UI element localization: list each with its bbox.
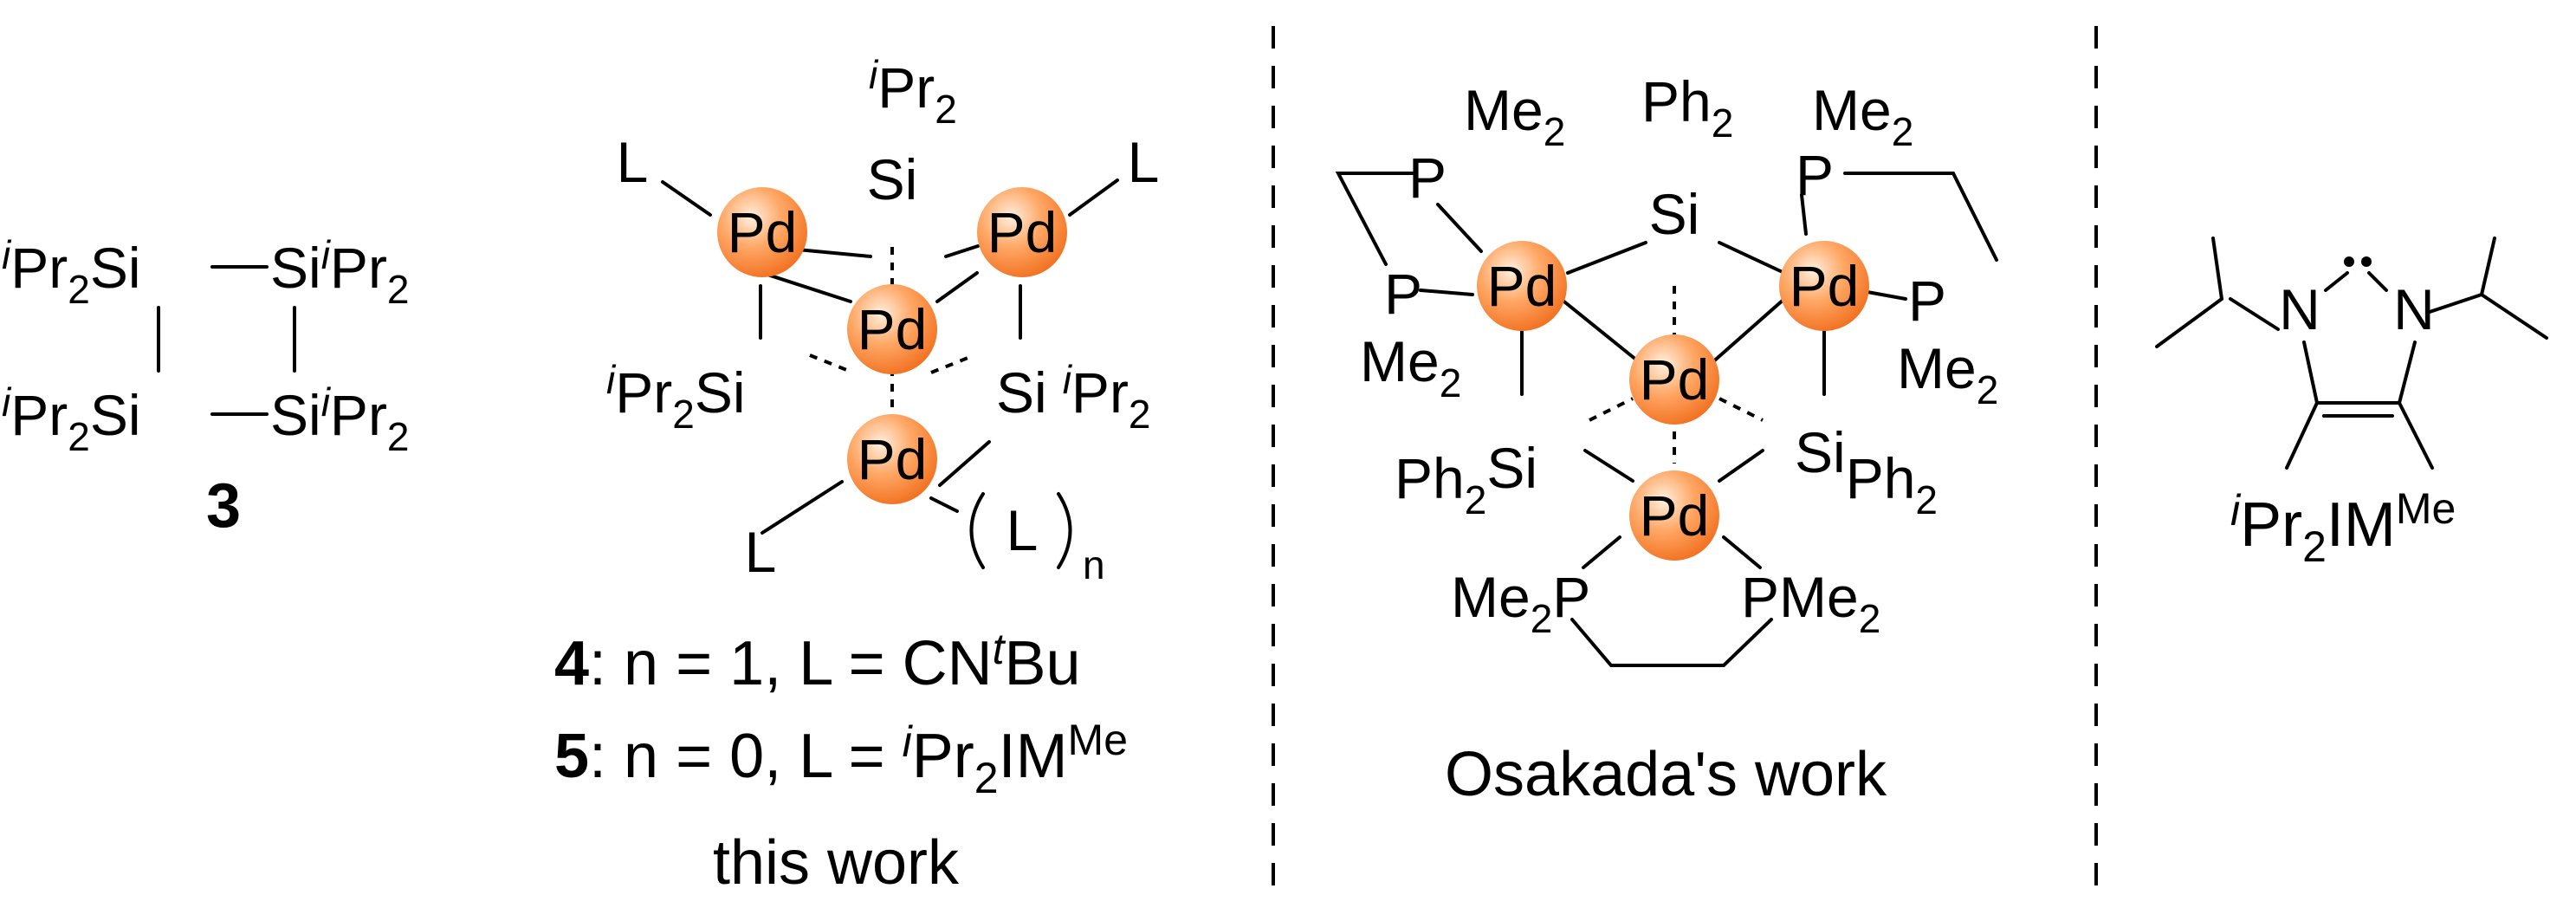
pd-atom-top-left: Pd	[717, 187, 807, 277]
p-atom-top-right: P	[1796, 143, 1834, 207]
si-atom-bottom-right: SiiPr2	[270, 379, 410, 459]
me2-top-right: Me2	[1812, 78, 1913, 154]
si-atom-top: iPr2	[869, 52, 957, 132]
bonds	[1335, 172, 1998, 667]
nhc-ligand-structure: N N iPr2IMMe	[2155, 237, 2548, 571]
me2-top-left: Me2	[1464, 78, 1565, 154]
pd-atoms: Pd Pd Pd Pd	[717, 187, 1067, 504]
svg-text:Pd: Pd	[1790, 254, 1860, 318]
pd-atom-center: Pd	[1629, 334, 1719, 425]
ph2-top: Ph2	[1641, 69, 1733, 146]
ligand-l-bottom-left: L	[745, 520, 777, 584]
caption-this-work: this work	[713, 828, 960, 898]
svg-text:Pd: Pd	[1640, 483, 1710, 548]
svg-text:Pd: Pd	[1487, 254, 1557, 318]
pme2-bottom-right: PMe2	[1741, 565, 1880, 641]
si-atom-top-right: SiiPr2	[270, 232, 410, 312]
pme2-bottom-left: Me2P	[1451, 565, 1590, 641]
nhc-ligand-name: iPr2IMMe	[2230, 484, 2456, 571]
carbene-lone-pair-right	[2361, 256, 2372, 267]
si-atom-right: SiPh2	[1795, 420, 1938, 522]
pd-atom-bottom: Pd	[847, 414, 937, 504]
svg-text:Pd: Pd	[858, 427, 928, 491]
n-atom-left: N	[2279, 277, 2320, 341]
compound-4-label: 4: n = 1, L = CNtBu	[554, 625, 1081, 698]
n-atom-right: N	[2393, 277, 2435, 341]
si-atom-left: Ph2Si	[1395, 436, 1537, 522]
pd-atom-right: Pd	[1779, 241, 1869, 331]
bonds	[661, 178, 1119, 535]
me2-mid-left: Me2	[1360, 329, 1461, 405]
ligand-l-top-left: L	[617, 130, 649, 194]
ligand-ln-bracket: L n	[969, 492, 1105, 587]
svg-text:Pd: Pd	[728, 200, 798, 264]
svg-text:Pd: Pd	[987, 200, 1058, 264]
si-atom-top-left: iPr2Si	[2, 232, 141, 312]
pd-atom-left: Pd	[1477, 241, 1567, 331]
pd-atom-top-right: Pd	[977, 187, 1067, 277]
p-atom-mid-right: P	[1908, 269, 1946, 333]
compound-5-label: 5: n = 0, L = iPr2IMMe	[554, 716, 1128, 802]
pd-atom-center: Pd	[847, 284, 937, 374]
p-atom-mid-left: P	[1384, 262, 1422, 326]
si-atom-left: iPr2Si	[606, 357, 746, 437]
compound-number-3: 3	[206, 471, 241, 541]
si-atom-top-si: Si	[867, 147, 918, 211]
svg-text:Pd: Pd	[1640, 347, 1710, 412]
svg-text:n: n	[1083, 542, 1105, 587]
compound-3: iPr2Si SiiPr2 iPr2Si SiiPr2 3	[2, 232, 410, 541]
osakada-structure: Pd Pd Pd Pd Me2 P P Me2 Ph2 Si Me2 P P M…	[1335, 69, 1998, 809]
pd-atom-bottom: Pd	[1629, 470, 1719, 561]
si-atom-top: Si	[1649, 182, 1700, 246]
bonds	[2155, 237, 2548, 470]
svg-text:L: L	[1006, 498, 1039, 562]
me2-mid-right: Me2	[1897, 336, 1998, 412]
si-atom-bottom-left: iPr2Si	[2, 379, 141, 459]
pd-atoms: Pd Pd Pd Pd	[1477, 241, 1869, 561]
p-atom-top-left: P	[1408, 146, 1447, 210]
ring-bonds	[157, 265, 296, 416]
svg-text:Pd: Pd	[858, 297, 928, 361]
ligand-l-top-right: L	[1128, 130, 1160, 194]
caption-osakada: Osakada's work	[1445, 740, 1887, 809]
carbene-lone-pair-left	[2344, 256, 2354, 267]
